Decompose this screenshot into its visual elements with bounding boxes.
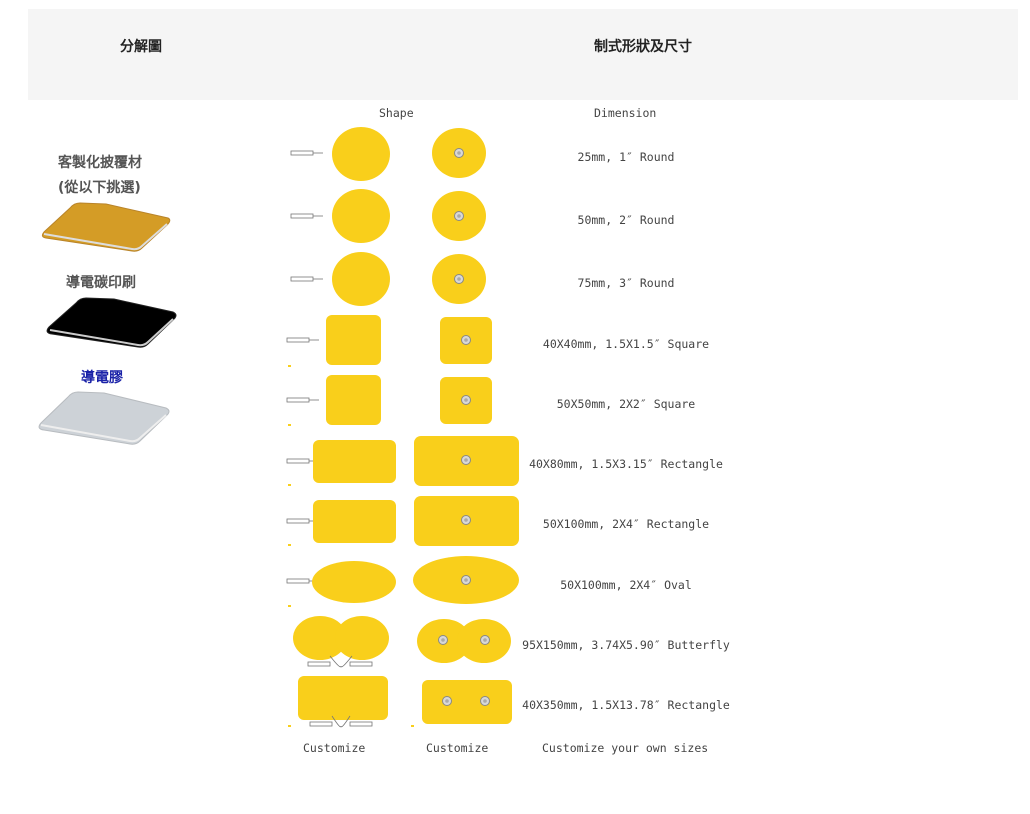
dimension-label: 95X150mm, 3.74X5.90″ Butterfly xyxy=(522,638,730,652)
dimension-label: 50mm, 2″ Round xyxy=(577,213,675,227)
dimension-label: 40X350mm, 1.5X13.78″ Rectangle xyxy=(522,698,730,712)
dimension-label: 50X50mm, 2X2″ Square xyxy=(556,397,696,411)
gel-layer-title: 導電膠 xyxy=(81,370,123,386)
dimension-label: 25mm, 1″ Round xyxy=(577,150,675,164)
shape-column-header: Shape xyxy=(379,106,414,120)
dimension-label: 50X100mm, 2X4″ Oval xyxy=(560,578,692,592)
customize-right-label: Customize xyxy=(426,741,489,755)
carbon-layer-title: 導電碳印刷 xyxy=(66,275,136,291)
dimension-column-header: Dimension xyxy=(594,106,657,120)
material-layer-image xyxy=(41,202,171,252)
round-25-pad-snap xyxy=(432,128,486,178)
customize-left-label: Customize xyxy=(303,741,366,755)
gel-layer-image xyxy=(38,391,170,445)
carbon-layer-image xyxy=(46,297,177,348)
standard-shapes-title: 制式形狀及尺寸 xyxy=(594,39,692,55)
butterfly-pad-with-leads xyxy=(293,616,389,668)
round-25-pad-with-lead xyxy=(290,127,390,181)
header-bar xyxy=(28,9,1018,100)
dimension-label: 50X100mm, 2X4″ Rectangle xyxy=(542,517,710,531)
material-layer-subtitle: (從以下挑選) xyxy=(58,180,141,196)
material-layer-title: 客製化披覆材 xyxy=(58,155,142,171)
shape-illustrations xyxy=(286,127,519,728)
customize-dimension-label: Customize your own sizes xyxy=(542,741,709,755)
dimension-label: 40X40mm, 1.5X1.5″ Square xyxy=(542,337,710,351)
dimension-label: 75mm, 3″ Round xyxy=(577,276,675,290)
dimension-label: 40X80mm, 1.5X3.15″ Rectangle xyxy=(529,457,723,471)
exploded-view-title: 分解圖 xyxy=(120,39,162,55)
